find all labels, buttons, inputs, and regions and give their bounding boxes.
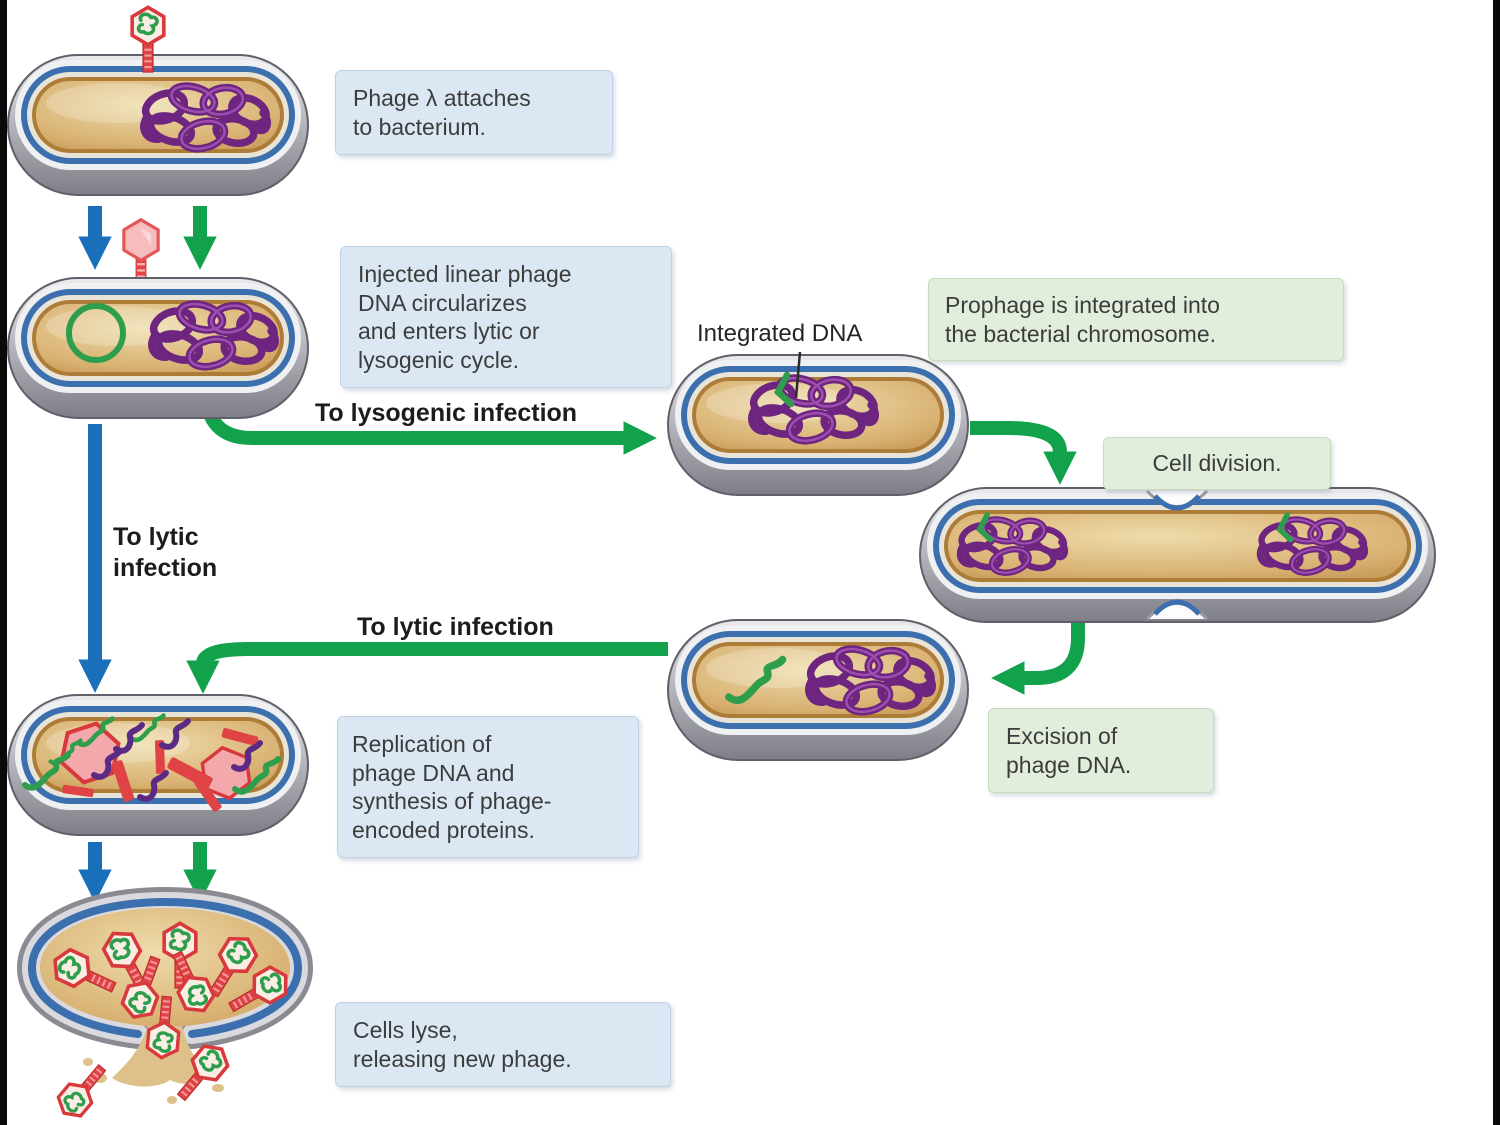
callout-dna-circularizes: Injected linear phage DNA circularizes a… <box>340 246 672 389</box>
bacterium-circularized-dna <box>7 277 309 419</box>
bacterium-dividing <box>919 487 1436 623</box>
arrow-excision <box>991 616 1085 695</box>
left-edge-bar <box>0 0 7 1125</box>
callout-replication: Replication of phage DNA and synthesis o… <box>337 716 639 859</box>
arrow-to-lytic-return <box>186 642 668 694</box>
circular-phage-dna-icon <box>66 303 126 363</box>
bacterium-lysing <box>16 886 314 1125</box>
label-integrated-dna: Integrated DNA <box>697 320 863 347</box>
arrow-cell-division <box>970 421 1077 485</box>
callout-cells-lyse: Cells lyse, releasing new phage. <box>335 1002 671 1088</box>
label-to-lysogenic-infection: To lysogenic infection <box>315 399 578 427</box>
integrated-dna-pointer-line <box>794 351 802 399</box>
bacterium-integrated-prophage <box>667 354 969 496</box>
phage-released-left-icon <box>51 1056 115 1125</box>
callout-excision: Excision of phage DNA. <box>988 708 1214 794</box>
bacterium-replication <box>7 694 309 836</box>
callout-prophage-integrated: Prophage is integrated into the bacteria… <box>928 278 1344 362</box>
label-to-lytic-infection-vertical: To lytic infection <box>113 523 218 582</box>
right-edge-bar <box>1493 0 1500 1125</box>
bacterium-attachment <box>7 54 309 196</box>
callout-cell-division: Cell division. <box>1103 437 1331 490</box>
callout-phage-attaches: Phage λ attaches to bacterium. <box>335 70 613 156</box>
label-to-lytic-infection-horizontal: To lytic infection <box>357 613 554 641</box>
bacterium-excised-dna <box>667 619 969 761</box>
